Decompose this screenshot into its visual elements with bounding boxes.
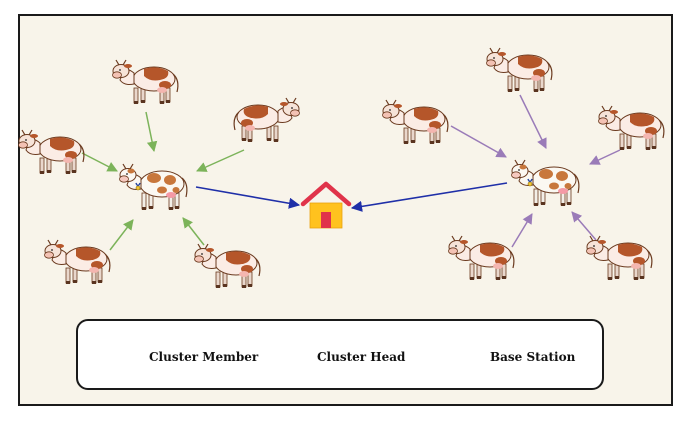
edge-member9-to-head2 [511, 213, 533, 248]
edge-member10-to-head2 [571, 211, 597, 241]
edge-member3-to-head1 [196, 149, 245, 172]
edge-member2-to-head1 [81, 152, 118, 172]
cluster-member-cow-icon [43, 239, 111, 285]
legend-base-station-label: Base Station [490, 350, 576, 364]
cluster-member-cow-icon [447, 235, 515, 281]
cluster-member-cow-icon [233, 97, 301, 143]
cluster-member-cow-icon [585, 235, 653, 281]
edge-head2-to-base [350, 182, 508, 212]
edge-head1-to-base [195, 186, 301, 209]
edge-member5-to-head1 [182, 217, 205, 246]
legend-box [76, 319, 604, 390]
cluster-member-cow-icon [17, 129, 85, 175]
cluster-member-cow-icon [381, 99, 449, 145]
cluster-member-cow-icon [597, 105, 665, 151]
cluster1-edges [81, 111, 245, 251]
edge-member4-to-head1 [109, 219, 134, 251]
cluster-member-cow-icon [193, 243, 261, 289]
cluster-head-cow-icon [118, 163, 188, 211]
edge-member7-to-head2 [450, 125, 507, 158]
cluster-member-cow-icon [111, 59, 179, 105]
base-station-house-icon [303, 184, 349, 228]
cluster2-edges [450, 94, 621, 248]
legend-cluster-head-label: Cluster Head [317, 350, 406, 364]
base-edges [195, 182, 508, 212]
cluster-member-cow-icon [485, 47, 553, 93]
edge-member6-to-head2 [519, 94, 547, 149]
cluster-head-cow-icon [510, 159, 580, 207]
edge-member1-to-head1 [145, 111, 158, 153]
edge-member8-to-head2 [589, 149, 621, 165]
legend-cluster-member-label: Cluster Member [149, 350, 259, 364]
